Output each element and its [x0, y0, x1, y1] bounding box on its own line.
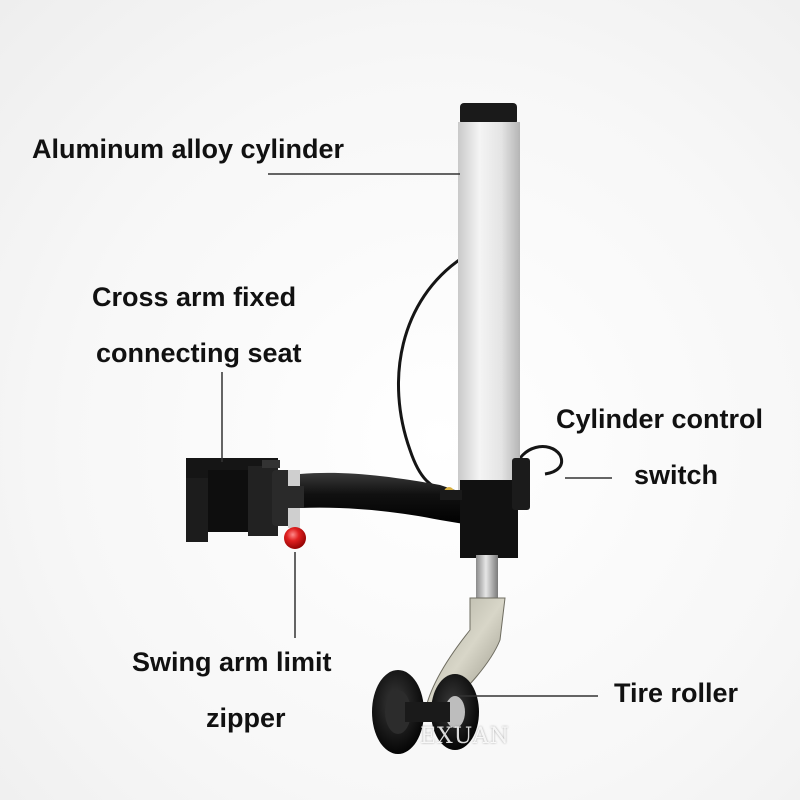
cylinder-top-cap [460, 103, 517, 125]
label-swing-arm-line1: Swing arm limit [132, 647, 332, 677]
label-control-switch-line2: switch [634, 460, 719, 490]
tire-roller [372, 670, 479, 754]
label-cross-arm-line1: Cross arm fixed [92, 282, 297, 312]
swing-arm-limit-post [284, 470, 306, 549]
cylinder-base-housing [440, 458, 530, 558]
limit-knob [284, 527, 306, 549]
aluminum-cylinder-body [458, 122, 520, 490]
control-cable [396, 256, 463, 492]
switch-cable [513, 445, 564, 476]
label-swing-arm-line2: zipper [206, 703, 286, 733]
cross-arm [270, 472, 470, 525]
label-cross-arm-line2: connecting seat [96, 338, 302, 368]
label-control-switch-line1: Cylinder control [556, 404, 764, 434]
cross-arm-fixed-seat [186, 458, 296, 542]
label-tire-roller: Tire roller [614, 678, 739, 708]
label-aluminum-cylinder: Aluminum alloy cylinder [32, 134, 345, 164]
watermark-text: EXUAN [420, 724, 510, 749]
